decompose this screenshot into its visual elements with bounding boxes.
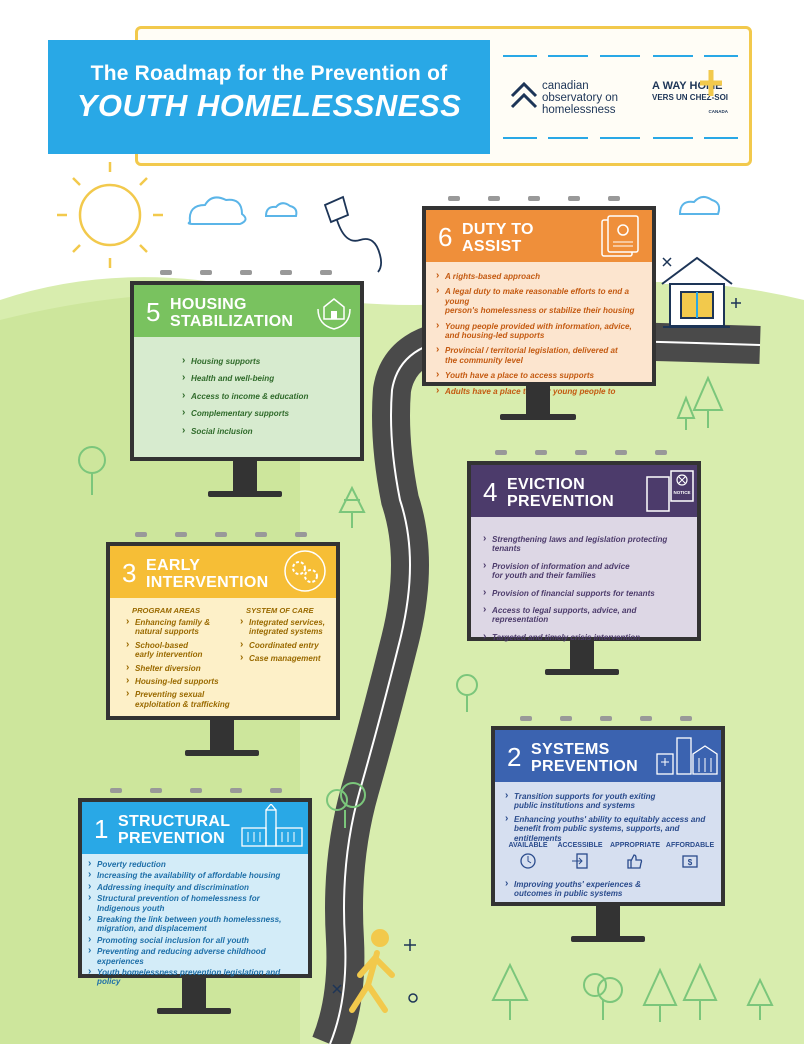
parliament-icon xyxy=(241,804,303,847)
cloud-icon xyxy=(187,196,247,225)
board-title: STRUCTURAL PREVENTION xyxy=(118,813,231,847)
tree-icon xyxy=(491,962,529,1020)
clock-icon xyxy=(520,853,536,869)
quality-available: AVAILABLE xyxy=(503,842,553,872)
list-item: Case management xyxy=(240,653,340,663)
system-of-care-header: SYSTEM OF CARE xyxy=(246,606,314,615)
enter-icon xyxy=(572,853,588,869)
list-item: Increasing the availability of affordabl… xyxy=(88,870,302,880)
list-item: Housing supports xyxy=(182,356,312,366)
tree-icon xyxy=(676,395,696,430)
awh-star-icon xyxy=(700,70,722,96)
gears-icon xyxy=(284,550,326,592)
awh-logo-country: CANADA xyxy=(708,109,729,114)
tree-icon xyxy=(642,967,678,1022)
program-areas-header: PROGRAM AREAS xyxy=(132,606,201,615)
list-item: Youth homelessness prevention legislatio… xyxy=(88,967,302,987)
list-item: Improving youths' experiences & outcomes… xyxy=(505,879,720,899)
tree-icon xyxy=(78,446,106,495)
id-card-icon xyxy=(601,215,639,257)
hands-house-icon xyxy=(317,298,351,330)
billboard-systems-prevention: 2 SYSTEMS PREVENTION Transition supports… xyxy=(491,726,725,906)
list-item: Social inclusion xyxy=(182,426,312,436)
title-line-1: The Roadmap for the Prevention of xyxy=(90,62,448,85)
billboard-duty-to-assist: 6 DUTY TO ASSIST A rights-based approach… xyxy=(422,206,656,396)
list-item: Access to legal supports, advice, and re… xyxy=(483,605,685,625)
board-title: HOUSING STABILIZATION xyxy=(170,296,294,330)
board-number: 2 xyxy=(507,742,522,772)
sun-icon xyxy=(57,162,163,268)
list-item: Transition supports for youth exiting pu… xyxy=(505,791,720,811)
list-item: Provision of financial supports for tena… xyxy=(483,588,685,598)
quality-appropriate: APPROPRIATE xyxy=(607,842,663,872)
billboard-structural-prevention: 1 STRUCTURAL PREVENTION Poverty reductio… xyxy=(78,798,312,986)
awh-logo-sub: VERS UN CHEZ-SOI xyxy=(652,93,729,102)
cloud-icon xyxy=(264,202,298,217)
quality-accessible: ACCESSIBLE xyxy=(553,842,607,872)
thumbs-up-icon xyxy=(627,854,643,869)
tree-icon xyxy=(583,973,623,1020)
board-number: 3 xyxy=(122,558,137,588)
home-icon xyxy=(661,256,733,328)
list-item: Enhancing youths' ability to equitably a… xyxy=(505,814,720,843)
title-line-2: YOUTH HOMELESSNESS xyxy=(76,88,462,123)
list-item: Preventing sexual exploitation & traffic… xyxy=(126,689,234,709)
list-item: Breaking the link between youth homeless… xyxy=(88,914,302,934)
list-item: School-based early intervention xyxy=(126,640,234,660)
coh-logo-text: canadian observatory on homelessness xyxy=(542,80,619,116)
list-item: Enhancing family & natural supports xyxy=(126,617,234,637)
kite-icon xyxy=(323,195,383,273)
list-item: Complementary supports xyxy=(182,408,312,418)
notice-label: NOTICE xyxy=(673,490,690,495)
list-item: A legal duty to make reasonable efforts … xyxy=(436,286,642,315)
list-item: Coordinated entry xyxy=(240,640,340,650)
list-item: Addressing inequity and discrimination xyxy=(88,882,302,892)
quality-affordable: AFFORDABLE $ xyxy=(663,842,717,872)
list-item: Strengthening laws and legislation prote… xyxy=(483,534,685,554)
board-title: EARLY INTERVENTION xyxy=(146,557,269,591)
board-number: 6 xyxy=(438,222,453,252)
list-item: Housing-led supports xyxy=(126,676,234,686)
list-item: Integrated services, integrated systems xyxy=(240,617,340,637)
list-item: Provision of information and advice for … xyxy=(483,561,685,581)
tree-icon xyxy=(746,977,774,1020)
title-banner: The Roadmap for the Prevention of YOUTH … xyxy=(48,40,490,154)
board-number: 1 xyxy=(94,814,109,844)
coh-logo-icon xyxy=(510,81,538,109)
list-item: Targeted and timely crisis intervention xyxy=(483,632,685,642)
eviction-notice-icon: NOTICE xyxy=(646,470,694,512)
money-icon: $ xyxy=(682,855,698,868)
list-item: Access to income & education xyxy=(182,391,312,401)
institution-buildings-icon xyxy=(656,737,718,775)
list-item: A rights-based approach xyxy=(436,271,642,281)
list-item: Preventing and reducing adverse childhoo… xyxy=(88,946,302,966)
list-item: Provincial / territorial legislation, de… xyxy=(436,345,642,365)
billboard-housing-stabilization: 5 HOUSING STABILIZATION Housing supports… xyxy=(130,281,364,461)
walking-person-icon xyxy=(349,929,395,1013)
svg-text:$: $ xyxy=(688,858,693,867)
billboard-early-intervention: 3 EARLY INTERVENTION PROGRAM AREAS SYSTE… xyxy=(106,542,340,720)
list-item: Structural prevention of homelessness fo… xyxy=(88,893,302,913)
board-title: SYSTEMS PREVENTION xyxy=(531,741,639,775)
tree-icon xyxy=(456,674,478,712)
list-item: Youth have a place to access supports xyxy=(436,370,642,380)
tree-icon xyxy=(326,782,366,828)
board-number: 5 xyxy=(146,297,161,327)
billboard-eviction-prevention: 4 EVICTION PREVENTION NOTICE Strengtheni… xyxy=(467,461,701,642)
tree-icon xyxy=(682,962,718,1020)
list-item: Promoting social inclusion for all youth xyxy=(88,935,302,945)
list-item: Shelter diversion xyxy=(126,663,234,673)
list-item: Young people provided with information, … xyxy=(436,321,642,341)
cloud-icon xyxy=(678,196,721,215)
list-item: Poverty reduction xyxy=(88,859,302,869)
tree-icon xyxy=(338,485,366,528)
tree-icon xyxy=(692,375,724,428)
board-title: DUTY TO ASSIST xyxy=(462,221,534,255)
list-item: Health and well-being xyxy=(182,373,312,383)
board-title: EVICTION PREVENTION xyxy=(507,476,615,510)
board-number: 4 xyxy=(483,477,498,507)
